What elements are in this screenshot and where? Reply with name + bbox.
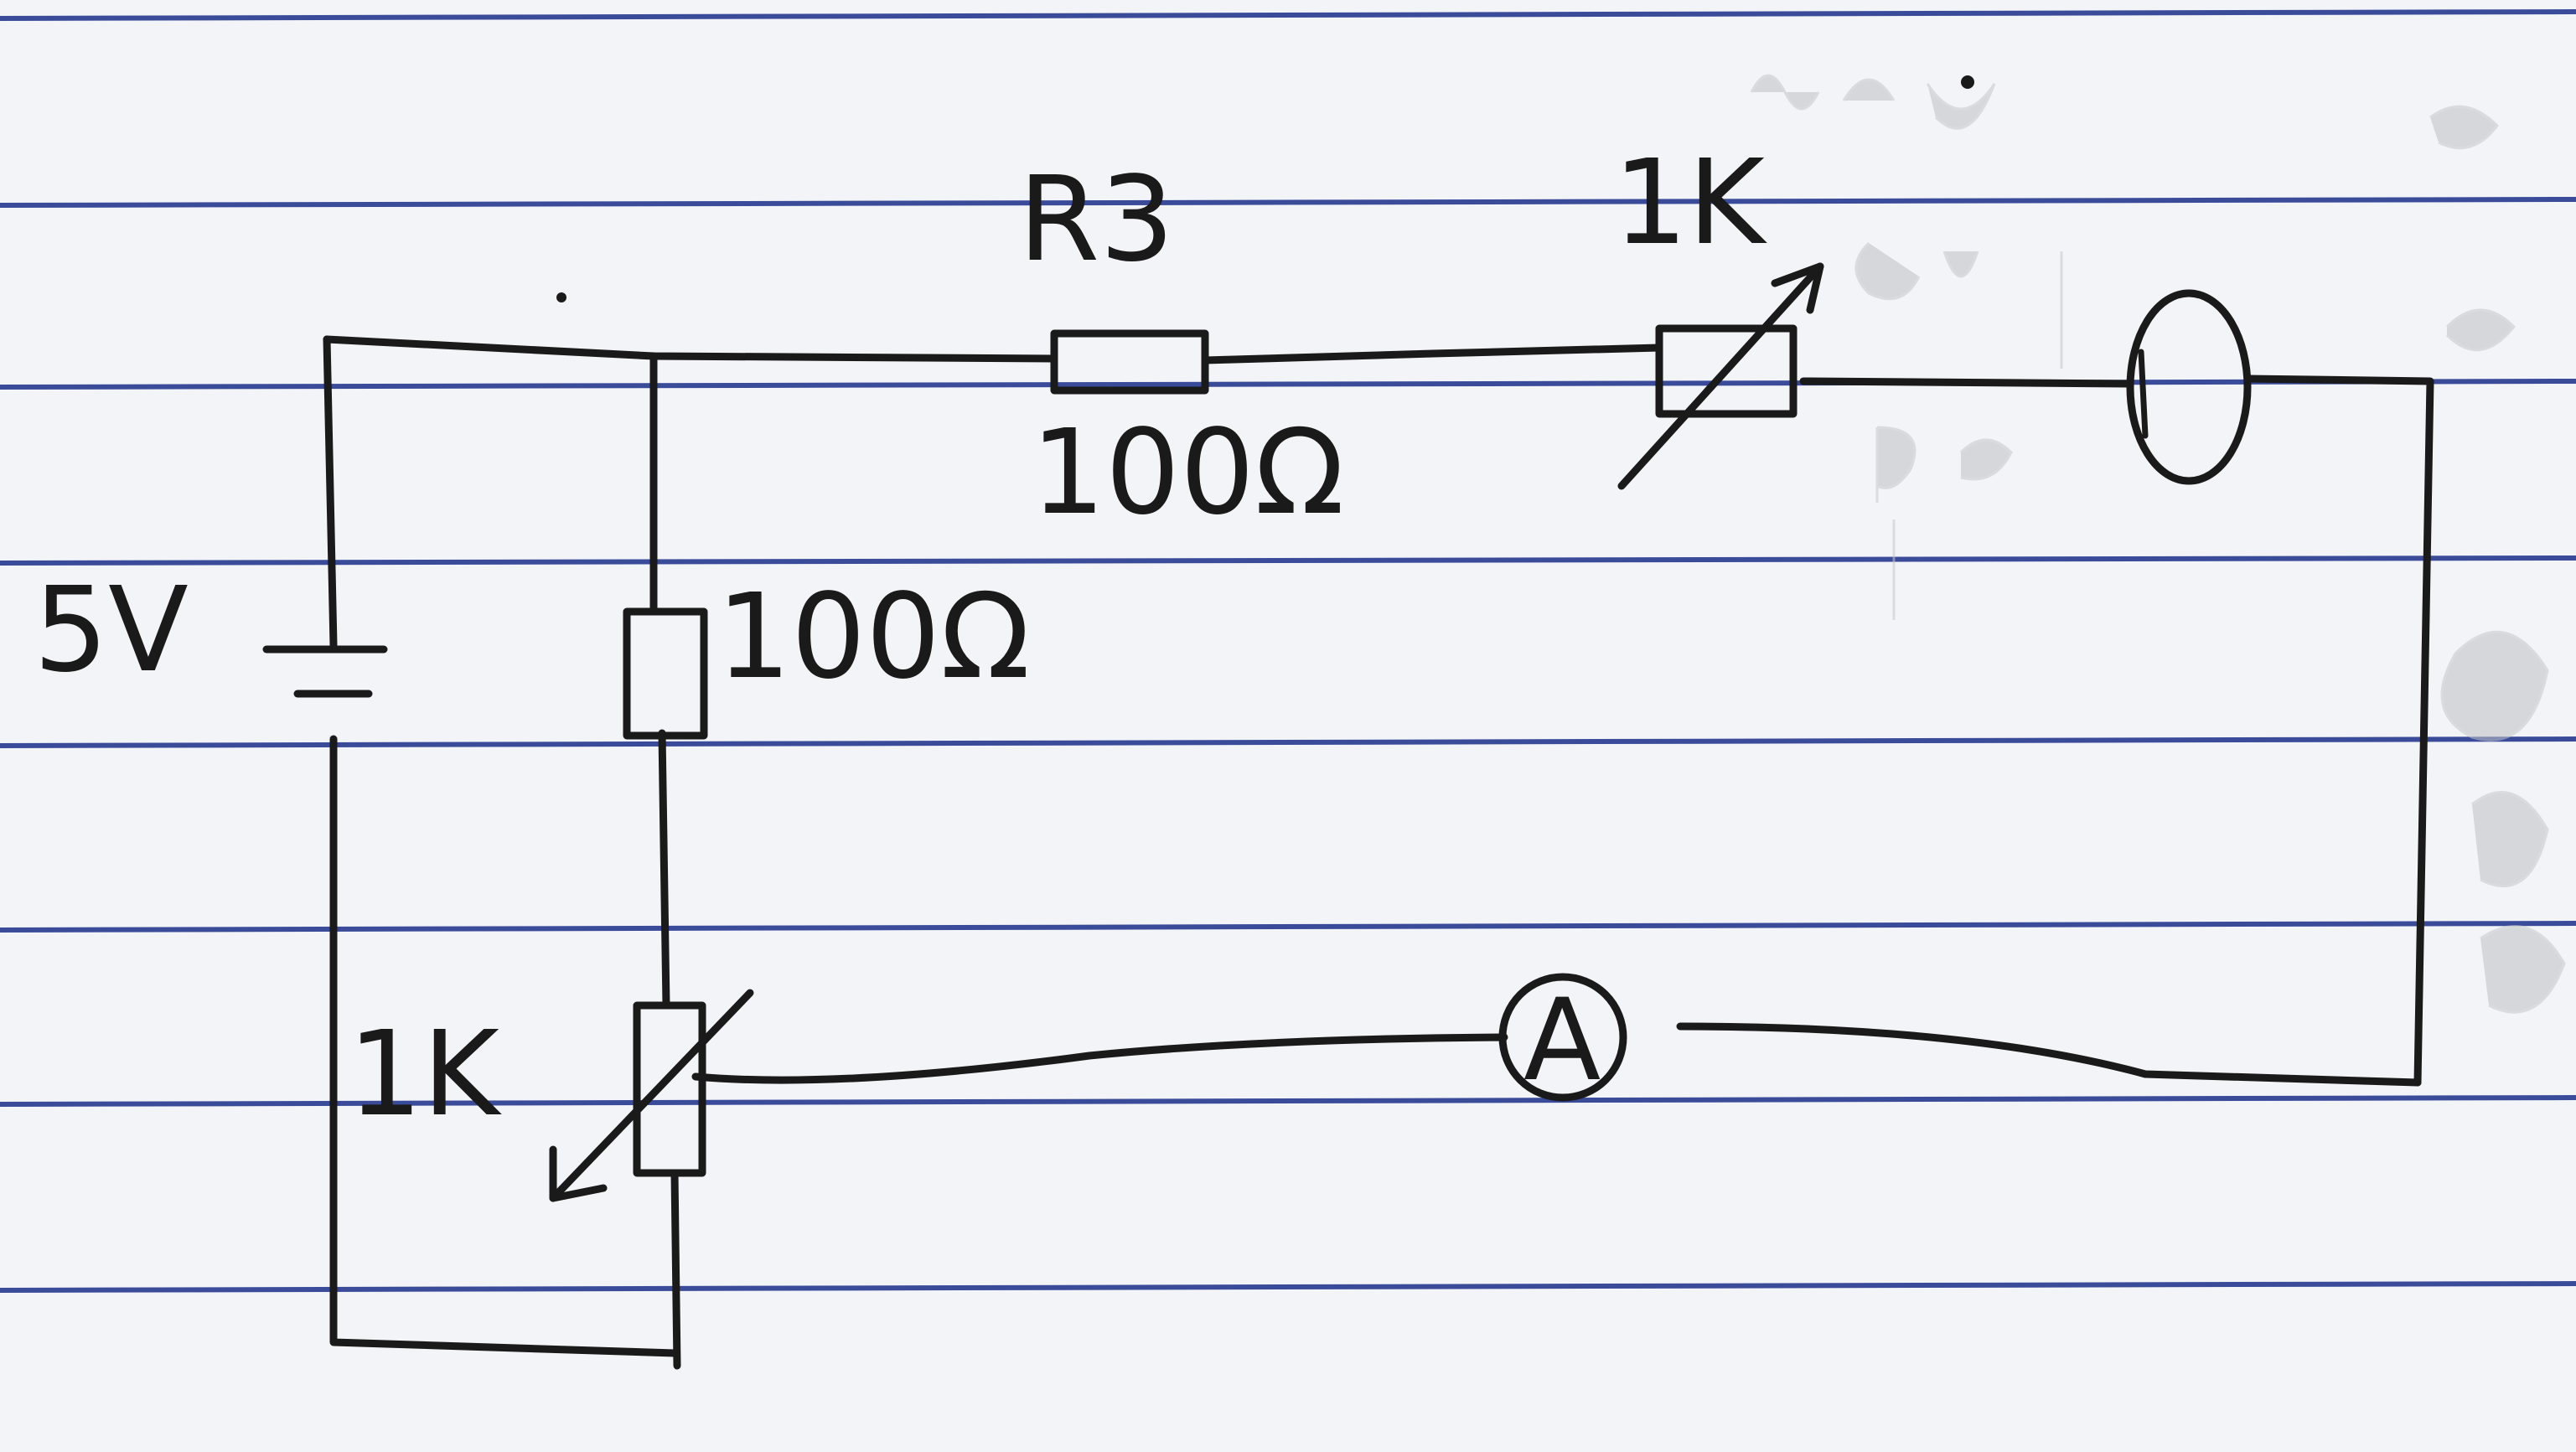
r3-name-label: R3	[1018, 152, 1174, 288]
ammeter-symbol: A	[1523, 974, 1601, 1106]
supply-voltage-label: 5V	[34, 562, 189, 699]
ammeter-icon	[1498, 973, 1627, 1102]
ruled-lines	[0, 9, 2576, 1293]
bleed-through-marks	[1750, 74, 2566, 1014]
lamp-icon	[2126, 289, 2252, 485]
stray-pen-marks	[556, 75, 1974, 302]
top-variable-resistor	[1617, 262, 1824, 490]
bottom-variable-resistor-value: 1K	[348, 1006, 502, 1143]
r3-resistor	[1050, 329, 1209, 395]
circuit-wires	[323, 335, 2434, 1370]
top-variable-resistor-value: 1K	[1613, 135, 1767, 271]
shunt-resistor-value: 100Ω	[716, 569, 1030, 705]
r3-value-label: 100Ω	[1031, 405, 1344, 541]
bottom-variable-resistor	[549, 989, 754, 1202]
battery-icon	[262, 645, 388, 698]
shunt-resistor	[623, 607, 708, 740]
